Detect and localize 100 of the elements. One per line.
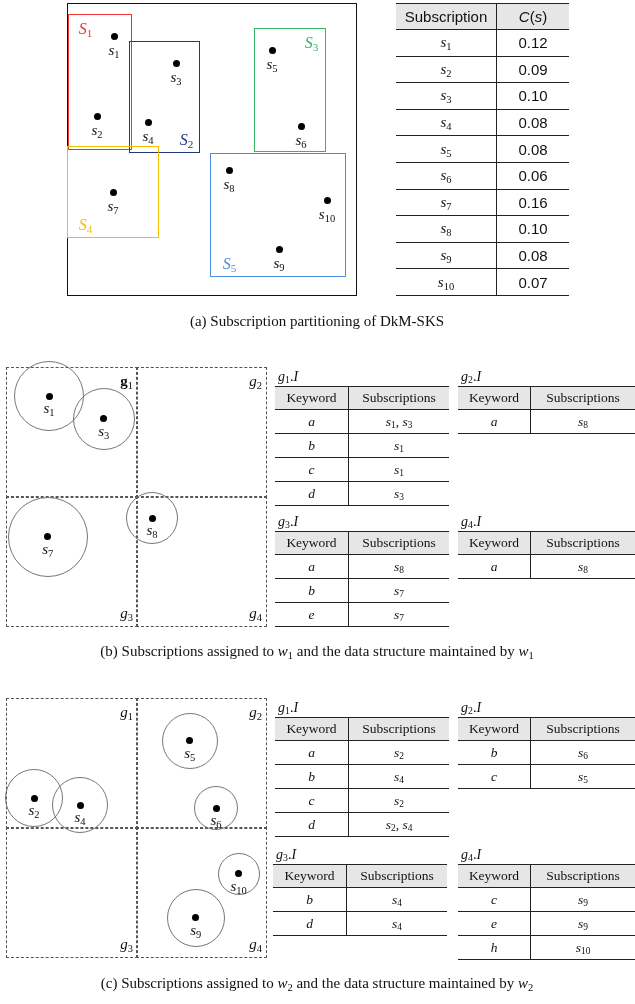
point-label: s$_{5}$ bbox=[266, 57, 278, 72]
point-label: s$_{1}$ bbox=[108, 43, 120, 58]
table-cell: 0.10 bbox=[497, 83, 569, 110]
point-label: s$_{9}$ bbox=[190, 922, 202, 938]
table-cell: b bbox=[275, 434, 349, 458]
grid-cell bbox=[136, 698, 267, 829]
header-cell: Keyword bbox=[273, 864, 347, 888]
table-cell: a bbox=[458, 410, 531, 434]
partition-rectangle bbox=[209, 152, 346, 277]
header-cell: Subscription bbox=[396, 3, 497, 30]
header-cell: Subscriptions bbox=[531, 531, 635, 555]
partition-label: S$_{2}$ bbox=[179, 131, 194, 148]
header-cell: Keyword bbox=[458, 717, 531, 741]
table-cell: 0.07 bbox=[497, 269, 569, 296]
point-label: s$_{3}$ bbox=[170, 70, 182, 85]
header-cell: Keyword bbox=[275, 386, 349, 410]
table-cell: a bbox=[275, 741, 349, 765]
grid-cell-label: g$_{2}$ bbox=[249, 705, 262, 720]
grid-cell bbox=[6, 496, 138, 627]
table-cell: s$_{4}$ bbox=[347, 888, 447, 912]
table-cell: h bbox=[458, 936, 531, 960]
table-cell: 0.10 bbox=[497, 216, 569, 243]
grid-cell-label: g$_{3}$ bbox=[120, 606, 133, 621]
header-cell: Subscriptions bbox=[349, 717, 449, 741]
table-cell: s$_{5}$ bbox=[396, 136, 497, 163]
header-cell: Subscriptions bbox=[347, 864, 447, 888]
plot-frame bbox=[67, 3, 357, 296]
table-cell: s$_{7}$ bbox=[349, 579, 449, 603]
table-cell: e bbox=[458, 912, 531, 936]
grid-cell-label: g$_{4}$ bbox=[249, 937, 262, 952]
table-cell: s$_{9}$ bbox=[396, 242, 497, 270]
partition-label: S$_{5}$ bbox=[222, 255, 237, 272]
table-cell: e bbox=[275, 603, 349, 627]
point-label: s$_{8}$ bbox=[223, 177, 235, 192]
point-label: s$_{2}$ bbox=[91, 123, 103, 138]
caption: (c) Subscriptions assigned to w$_{2}$ and the data structure maintained by w$_{2}$ bbox=[100, 976, 534, 991]
table-title: g$_{3}$.I bbox=[276, 848, 297, 862]
table-cell: d bbox=[273, 912, 347, 936]
point-label: s$_{3}$ bbox=[98, 423, 110, 439]
table-cell: 0.08 bbox=[497, 109, 569, 137]
table-cell: a bbox=[458, 555, 531, 579]
table-cell: 0.12 bbox=[497, 30, 569, 57]
point-label: s$_{7}$ bbox=[42, 541, 54, 557]
point-label: s$_{1}$ bbox=[43, 401, 55, 416]
point-label: s$_{10}$ bbox=[318, 207, 336, 222]
table-title: g$_{4}$.I bbox=[461, 848, 482, 862]
point-label: s$_{6}$ bbox=[295, 133, 307, 148]
header-cell: Subscriptions bbox=[531, 717, 635, 741]
point-label: s$_{7}$ bbox=[107, 199, 119, 214]
header-cell: Keyword bbox=[458, 386, 531, 410]
grid-cell bbox=[136, 827, 267, 958]
table-cell: s$_{7}$ bbox=[349, 603, 449, 627]
point-label: s$_{10}$ bbox=[230, 878, 247, 894]
grid-cell bbox=[6, 367, 138, 498]
table-cell: s$_{6}$ bbox=[396, 163, 497, 190]
table-cell: s$_{1}$, s$_{3}$ bbox=[349, 410, 449, 434]
point-label: s$_{2}$ bbox=[28, 803, 40, 818]
table-title: g$_{1}$.I bbox=[278, 701, 299, 715]
point-label: s$_{8}$ bbox=[146, 523, 158, 538]
point-label: s$_{9}$ bbox=[273, 256, 285, 271]
table-cell: s$_{8}$ bbox=[396, 216, 497, 243]
grid-cell bbox=[136, 367, 267, 498]
point-label: s$_{4}$ bbox=[74, 810, 86, 825]
header-cell: Subscriptions bbox=[349, 531, 449, 555]
point-label: s$_{6}$ bbox=[210, 813, 222, 828]
table-cell: s$_{8}$ bbox=[531, 555, 635, 579]
table-title: g$_{4}$.I bbox=[461, 515, 482, 529]
header-cell: Subscriptions bbox=[349, 386, 449, 410]
grid-cell-label: g$_{1}$ bbox=[120, 374, 133, 389]
table-cell: s$_{3}$ bbox=[396, 83, 497, 110]
table-cell: s$_{1}$ bbox=[349, 434, 449, 458]
partition-rectangle bbox=[253, 27, 326, 152]
table-cell: s$_{7}$ bbox=[396, 189, 497, 217]
table-cell: c bbox=[458, 888, 531, 912]
table-cell: s$_{2}$ bbox=[349, 789, 449, 813]
table-cell: s$_{2}$, s$_{4}$ bbox=[349, 813, 449, 837]
header-cell: C(s) bbox=[497, 3, 569, 30]
table-cell: s$_{2}$ bbox=[396, 56, 497, 84]
table-cell: s$_{3}$ bbox=[349, 482, 449, 506]
partition-rectangle bbox=[128, 40, 200, 153]
header-cell: Keyword bbox=[458, 531, 531, 555]
table-cell: s$_{10}$ bbox=[396, 269, 497, 296]
table-cell: s$_{6}$ bbox=[531, 741, 635, 765]
header-cell: Keyword bbox=[275, 531, 349, 555]
header-cell: Keyword bbox=[275, 717, 349, 741]
table-cell: b bbox=[458, 741, 531, 765]
table-cell: a bbox=[275, 410, 349, 434]
partition-rectangle bbox=[67, 13, 132, 150]
table-cell: s$_{4}$ bbox=[347, 912, 447, 936]
table-cell: s$_{4}$ bbox=[349, 765, 449, 789]
partition-label: S$_{4}$ bbox=[78, 216, 93, 233]
partition-label: S$_{3}$ bbox=[304, 34, 319, 51]
table-cell: 0.08 bbox=[497, 242, 569, 270]
caption: (b) Subscriptions assigned to w$_{1}$ and the data structure maintained by w$_{1}$ bbox=[100, 644, 534, 659]
table-cell: s$_{4}$ bbox=[396, 109, 497, 137]
grid-cell-label: g$_{1}$ bbox=[120, 705, 133, 720]
point-label: s$_{5}$ bbox=[184, 745, 196, 761]
caption: (a) Subscription partitioning of DkM-SKS bbox=[189, 314, 445, 329]
grid-cell-label: g$_{2}$ bbox=[249, 374, 262, 389]
table-cell: 0.16 bbox=[497, 189, 569, 217]
